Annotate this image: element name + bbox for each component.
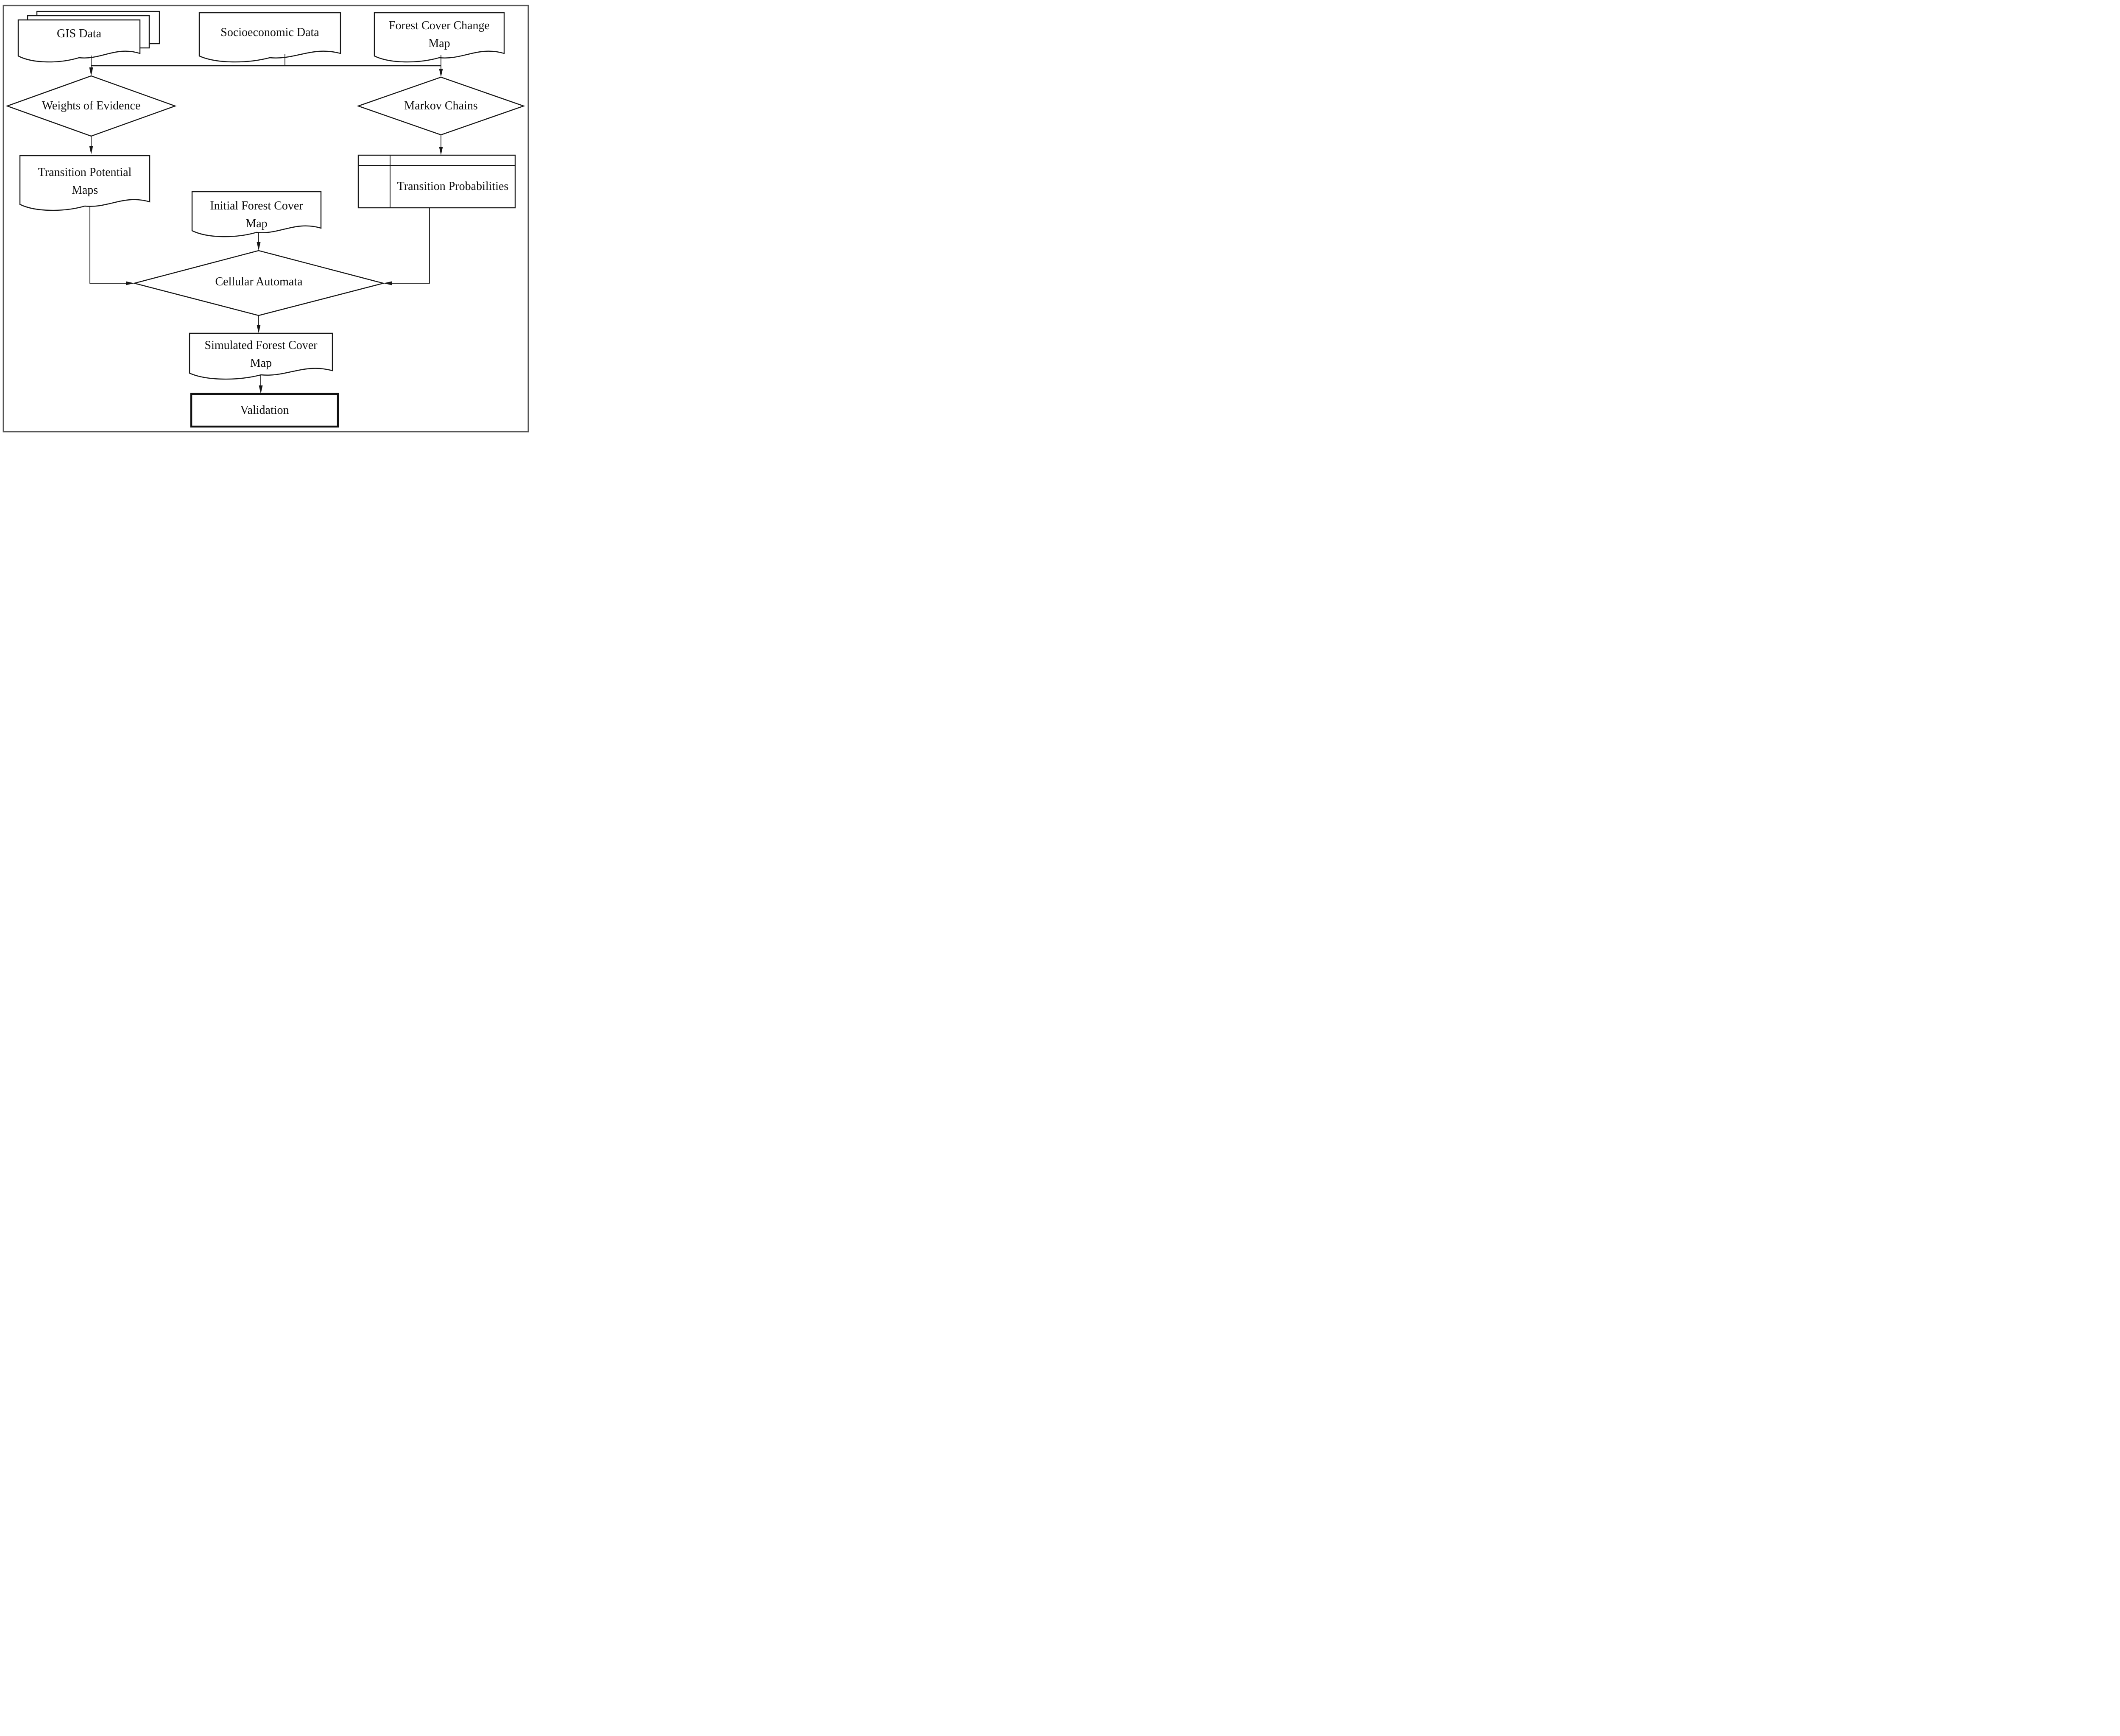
transition-probabilities-node — [357, 154, 516, 209]
simulated-forest-cover-map-node — [189, 332, 333, 380]
flowchart-canvas: GIS Data Socioeconomic Data Forest Cover… — [0, 0, 531, 434]
arrowhead-into-cellular-automata-right — [383, 281, 392, 285]
arrowhead-into-validation — [259, 385, 263, 394]
forest-cover-change-map-node — [374, 12, 505, 63]
edge-tp-to-cellular-automata-line — [391, 208, 430, 284]
flowchart-shapes-layer — [3, 5, 529, 433]
transition-potential-maps-node — [19, 155, 151, 211]
socioeconomic-data-node — [198, 12, 341, 63]
arrowhead-into-weights-of-evidence — [89, 67, 93, 76]
arrowhead-into-transition-potential-maps — [89, 146, 93, 154]
arrowhead-into-cellular-automata-left — [126, 281, 134, 285]
validation-node — [190, 393, 339, 428]
cellular-automata-node — [132, 250, 385, 316]
edge-tpm-to-cellular-automata-line — [89, 207, 126, 284]
arrowhead-into-cellular-automata-top — [257, 242, 261, 251]
arrowhead-into-transition-probabilities — [439, 147, 443, 155]
weights-of-evidence-node — [6, 75, 177, 137]
arrowhead-into-simulated-forest-cover-map — [257, 325, 261, 333]
diagram-frame — [3, 5, 529, 433]
markov-chains-node — [357, 76, 525, 136]
arrowhead-into-markov-chains — [439, 69, 443, 77]
initial-forest-cover-map-node — [191, 191, 322, 237]
gis-data-node — [17, 19, 141, 63]
